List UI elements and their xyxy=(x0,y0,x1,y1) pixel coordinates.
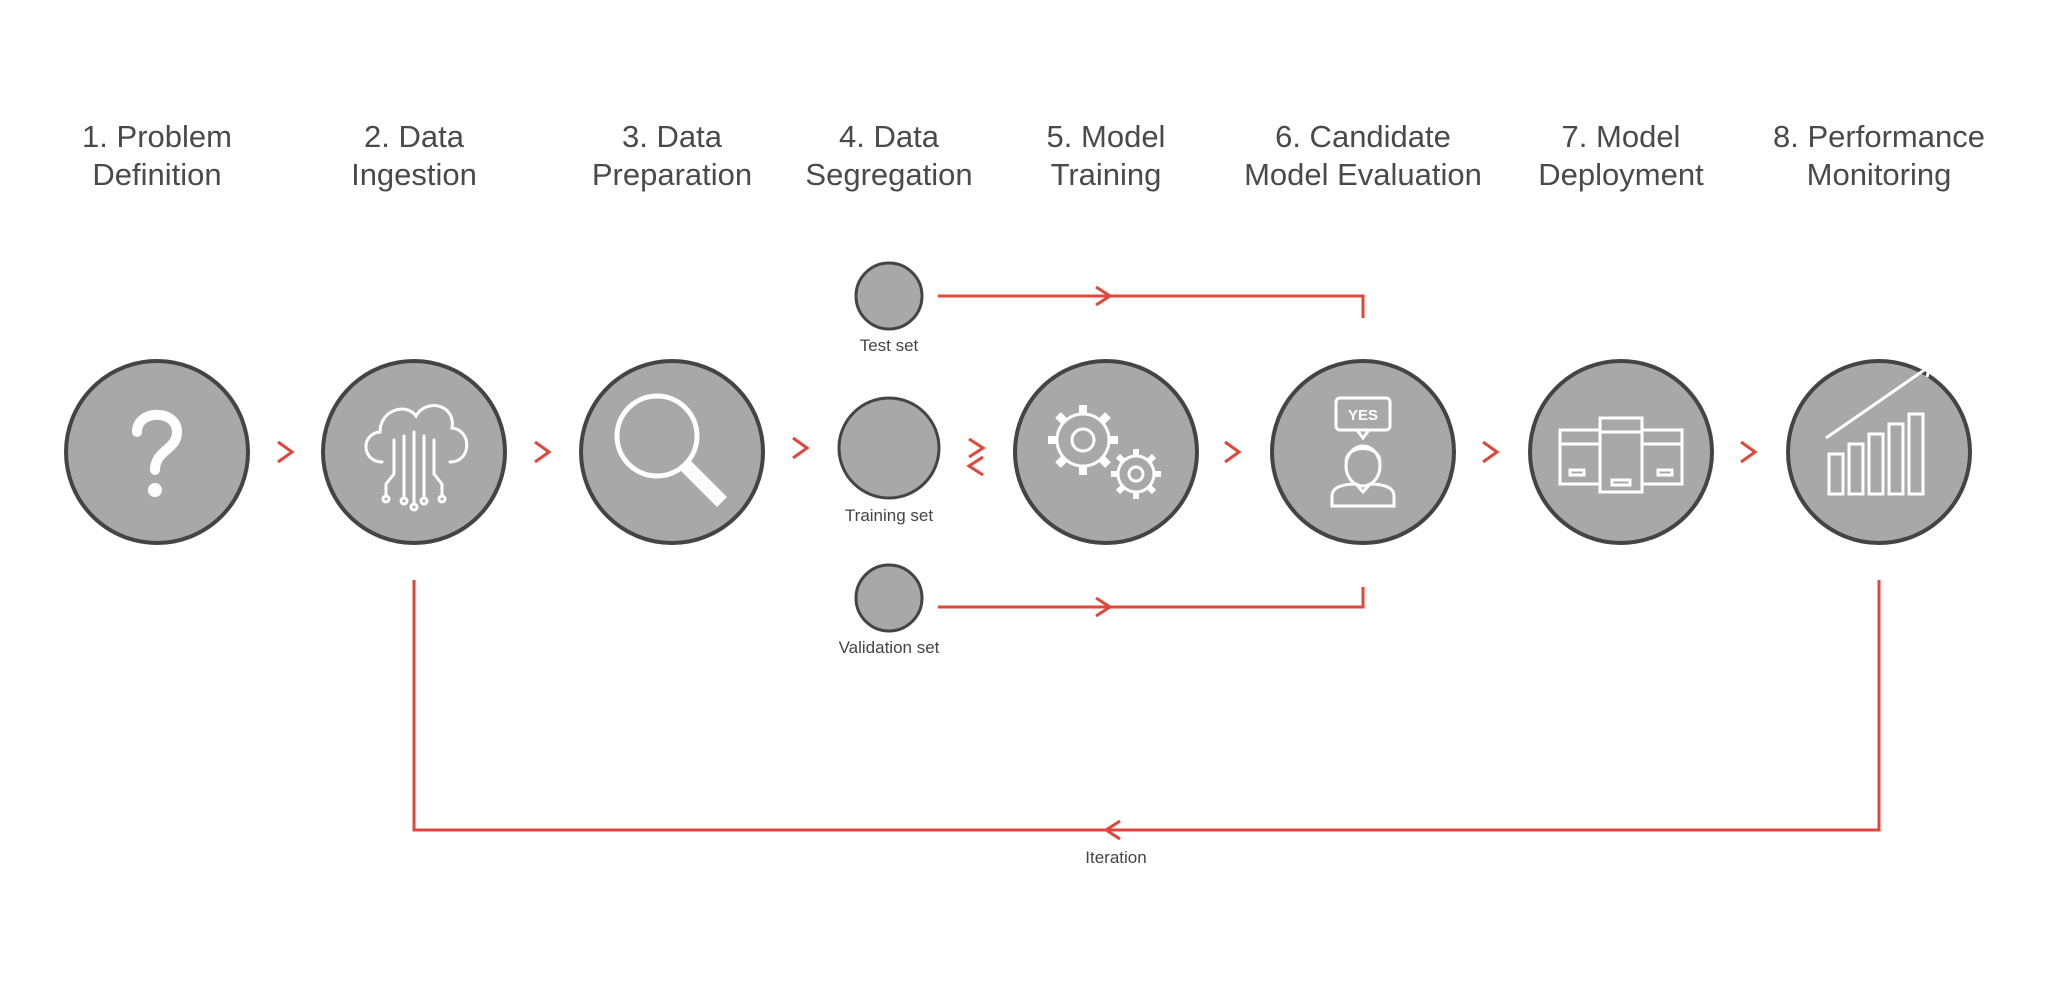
servers-icon xyxy=(1558,416,1684,494)
step-title-line: Preparation xyxy=(591,157,753,192)
step-circle-data-preparation xyxy=(579,359,765,545)
step-title-line: Segregation xyxy=(805,157,973,192)
step-circle-model-training xyxy=(1013,359,1199,545)
step-title-line: 3. Data xyxy=(622,119,722,154)
step-circle-candidate-model-evaluation: YES xyxy=(1270,359,1456,545)
step-title-data-preparation: 3. Data Preparation xyxy=(532,118,812,194)
step-title-line: 8. Performance xyxy=(1773,119,1985,154)
step-title-line: 1. Problem xyxy=(82,119,232,154)
validation-set-circle xyxy=(854,563,924,633)
chevron-4-to-5-forward xyxy=(968,437,986,459)
step-title-model-deployment: 7. Model Deployment xyxy=(1481,118,1761,194)
step-title-line: Definition xyxy=(92,157,222,192)
test-set-connector xyxy=(938,294,1365,318)
step-circle-performance-monitoring xyxy=(1786,359,1972,545)
chevron-2-to-3 xyxy=(534,440,552,464)
question-mark-icon xyxy=(132,409,183,497)
chevron-1-to-2 xyxy=(277,440,295,464)
person-yes-icon: YES xyxy=(1330,396,1396,508)
step-title-line: Monitoring xyxy=(1806,157,1952,192)
training-set-circle xyxy=(837,396,941,500)
step-title-line: Model Evaluation xyxy=(1244,157,1482,192)
iteration-arrow xyxy=(1103,819,1121,841)
step-title-line: 5. Model xyxy=(1046,119,1166,154)
validation-set-label: Validation set xyxy=(838,638,940,657)
bar-chart-icon xyxy=(1825,364,1932,496)
step-circle-problem-definition xyxy=(64,359,250,545)
step-title-performance-monitoring: 8. Performance Monitoring xyxy=(1739,118,2019,194)
step-title-line: 4. Data xyxy=(839,119,939,154)
test-set-arrow xyxy=(1095,285,1113,307)
cloud-circuit-icon xyxy=(364,404,469,512)
step-title-line: Ingestion xyxy=(351,157,477,192)
step-title-model-training: 5. Model Training xyxy=(966,118,1246,194)
data-segregation-sets xyxy=(837,261,941,633)
validation-set-connector xyxy=(938,587,1365,609)
step-title-problem-definition: 1. Problem Definition xyxy=(17,118,297,194)
speech-bubble xyxy=(1334,396,1392,432)
chevron-7-to-8 xyxy=(1740,440,1758,464)
step-title-line: Deployment xyxy=(1538,157,1704,192)
step-title-line: Training xyxy=(1050,157,1162,192)
magnifier-icon xyxy=(614,393,727,507)
training-set-label: Training set xyxy=(844,506,934,525)
test-set-circle xyxy=(854,261,924,331)
step-title-data-ingestion: 2. Data Ingestion xyxy=(274,118,554,194)
step-title-line: 6. Candidate xyxy=(1275,119,1451,154)
step-title-line: 2. Data xyxy=(364,119,464,154)
step-circle-data-ingestion xyxy=(321,359,507,545)
validation-set-arrow xyxy=(1095,596,1113,618)
iteration-loop-line xyxy=(412,580,1881,832)
step-chevrons xyxy=(277,436,1758,477)
gears-icon xyxy=(1048,405,1161,499)
iteration-label: Iteration xyxy=(1085,848,1147,867)
chevron-5-to-4-back xyxy=(966,455,984,477)
step-title-candidate-model-evaluation: 6. Candidate Model Evaluation xyxy=(1223,118,1503,194)
test-set-label: Test set xyxy=(859,336,919,355)
step-title-data-segregation: 4. Data Segregation xyxy=(749,118,1029,194)
chevron-5-to-6 xyxy=(1224,440,1242,464)
step-title-line: 7. Model xyxy=(1561,119,1681,154)
chevron-6-to-7 xyxy=(1482,440,1500,464)
step-circle-model-deployment xyxy=(1528,359,1714,545)
chevron-3-to-4 xyxy=(792,436,810,460)
yes-badge-text: YES xyxy=(1348,407,1378,424)
flow-lines xyxy=(412,285,1881,841)
